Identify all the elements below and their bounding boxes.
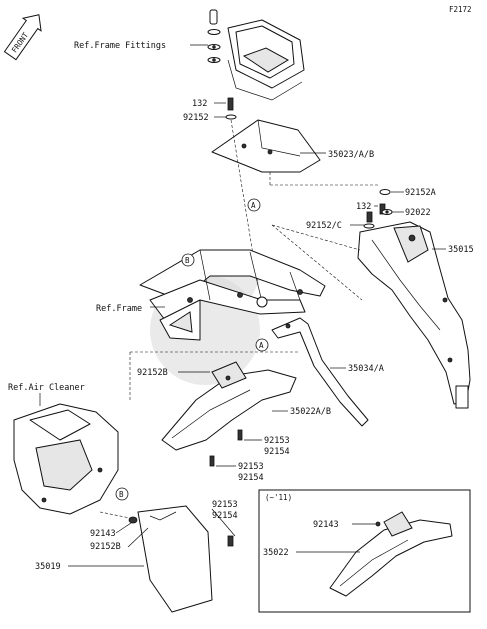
screws-mid [209, 429, 243, 467]
bolt-132-upper [225, 97, 237, 120]
label-92152-upper: 92152 [183, 113, 209, 123]
inset-title: (~'11) [265, 493, 292, 502]
svg-text:A: A [251, 201, 256, 210]
label-92152A: 92152A [405, 188, 436, 198]
label-35019: 35019 [35, 562, 61, 572]
part-35023-plate [211, 119, 321, 173]
part-35015-rear-fender [357, 221, 471, 409]
part-35022AB-inner-fender [161, 361, 297, 451]
label-92022: 92022 [405, 208, 431, 218]
label-132-right: 132 [356, 202, 371, 212]
label-35015: 35015 [448, 245, 474, 255]
label-132-upper: 132 [192, 99, 207, 109]
label-92154-mid-b: 92154 [238, 473, 264, 483]
diagram-code: F2172 [449, 5, 472, 14]
svg-text:A: A [259, 341, 264, 350]
fasteners-right [363, 189, 393, 229]
label-92143-inset: 92143 [313, 520, 339, 530]
label-92152B-upper: 92152B [137, 368, 168, 378]
label-ref-air-cleaner: Ref.Air Cleaner [8, 383, 85, 393]
inset-early-model: (~'11) [258, 489, 471, 613]
label-35022AB: 35022A/B [290, 407, 331, 417]
part-35019-mud-flap [128, 505, 234, 613]
front-arrow-badge: FRONT [3, 14, 42, 61]
part-35034-stay [271, 317, 369, 427]
label-92143-lower: 92143 [90, 529, 116, 539]
callout-a-upper: A [247, 198, 261, 212]
label-35022: 35022 [263, 548, 289, 558]
label-ref-frame-fittings: Ref.Frame Fittings [74, 41, 166, 51]
frame-fittings-group [207, 9, 305, 101]
callout-a-lower: A [255, 338, 269, 352]
label-35023: 35023/A/B [328, 150, 374, 160]
svg-text:B: B [119, 490, 124, 499]
label-92152B-lower: 92152B [90, 542, 121, 552]
air-cleaner-housing [13, 403, 119, 515]
callout-b-lower: B [115, 487, 129, 501]
label-92153-lower: 92153 [212, 500, 238, 510]
label-92153-mid-b: 92153 [238, 462, 264, 472]
label-92154-lower: 92154 [212, 511, 238, 521]
label-92152C: 92152/C [306, 221, 342, 231]
svg-text:B: B [185, 256, 190, 265]
label-ref-frame: Ref.Frame [96, 304, 142, 314]
callout-b-upper: B [181, 253, 195, 267]
label-35034: 35034/A [348, 364, 384, 374]
label-92154-mid-a: 92154 [264, 447, 290, 457]
label-92153-mid-a: 92153 [264, 436, 290, 446]
